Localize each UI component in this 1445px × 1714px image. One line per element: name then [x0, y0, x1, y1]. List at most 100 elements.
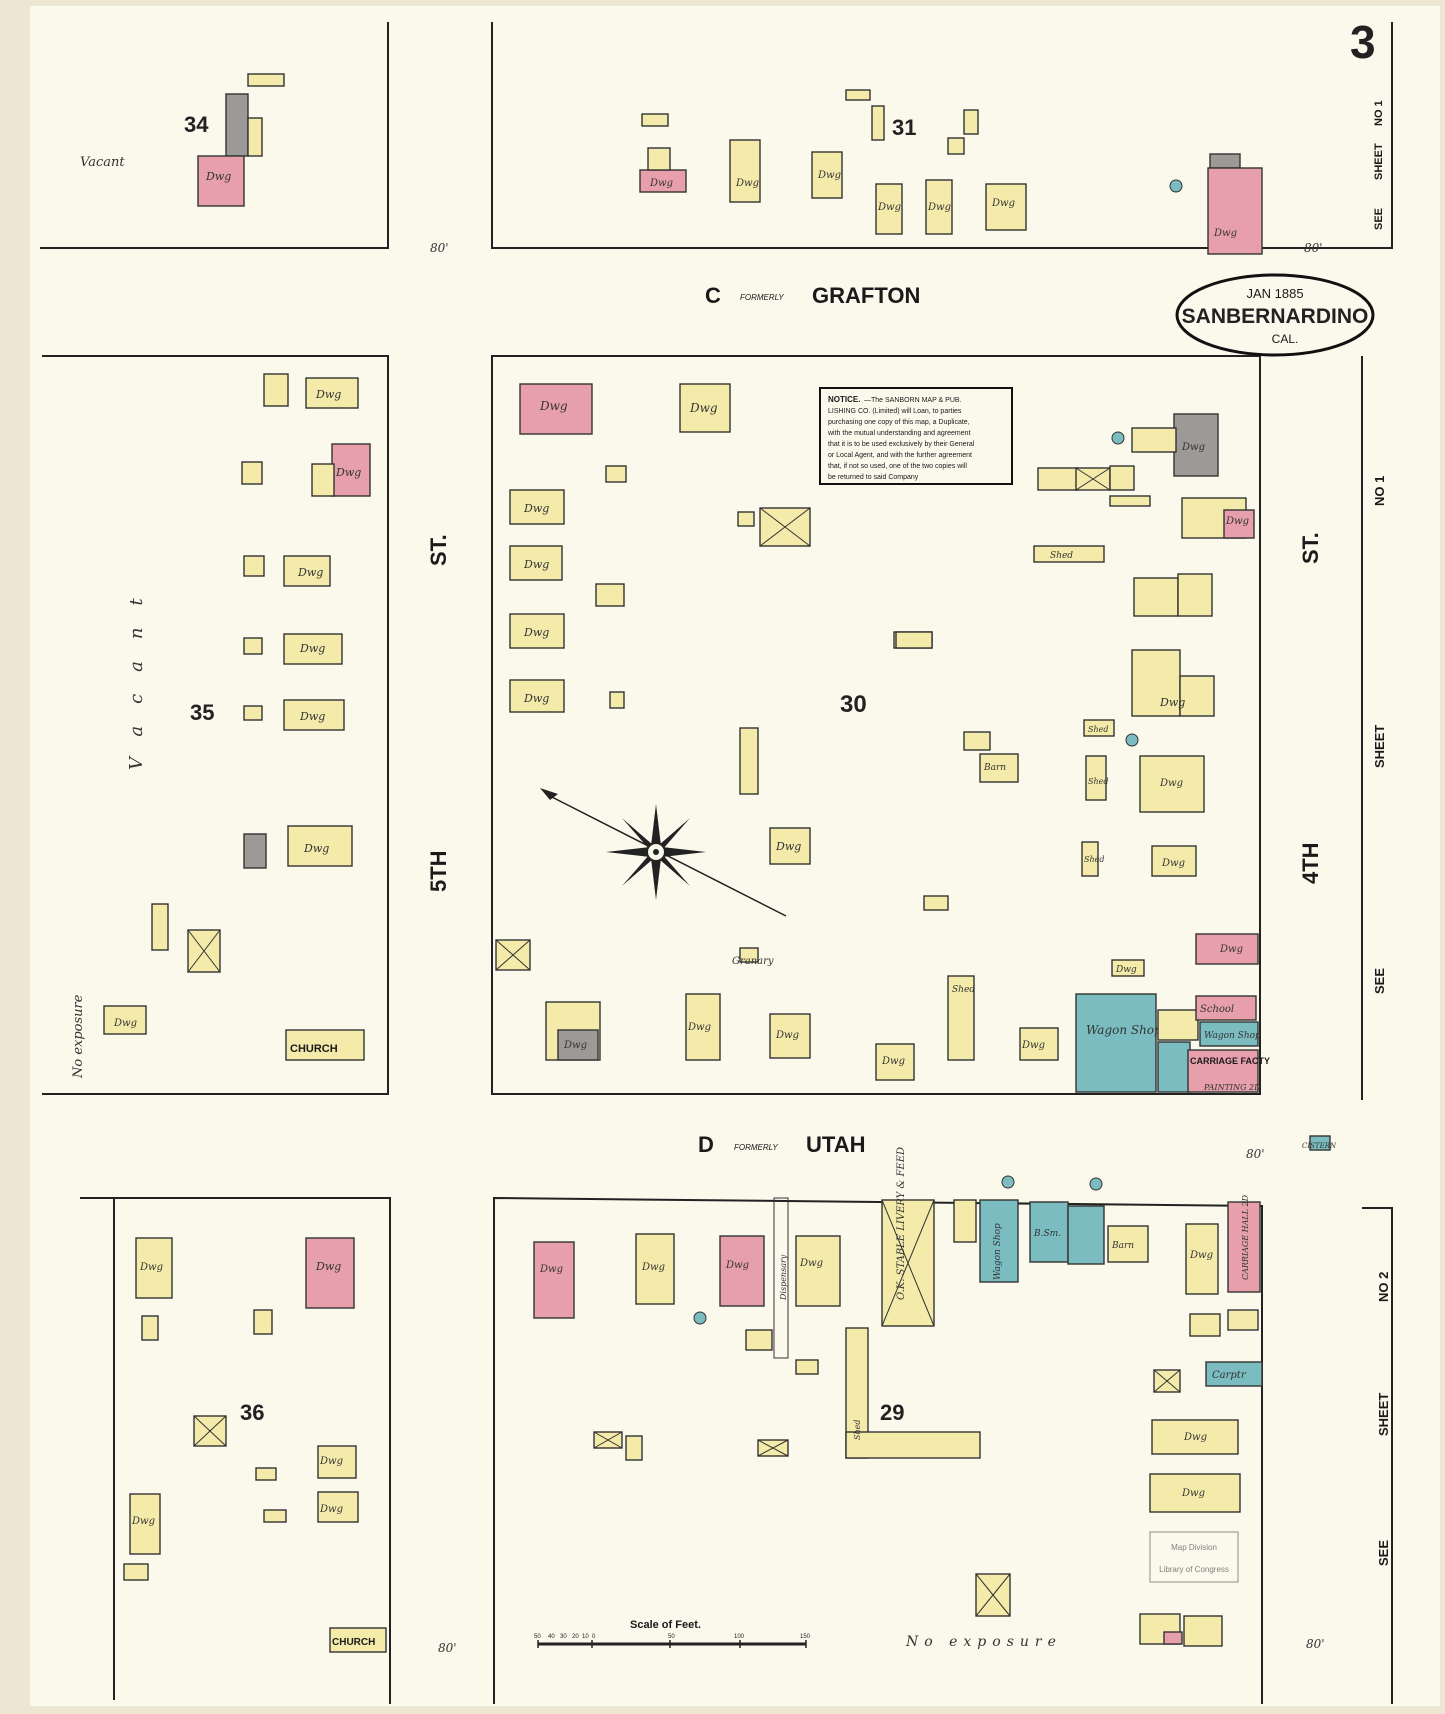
map-label: Dispensary — [779, 1254, 788, 1301]
artesian-well-icon — [693, 1311, 707, 1325]
wood-building — [243, 705, 263, 721]
map-label: Dwg — [735, 178, 759, 189]
margin-see: SEE — [1372, 968, 1387, 994]
iron-building — [1067, 1205, 1105, 1265]
map-label: Dwg — [877, 202, 901, 213]
wood-building — [1133, 577, 1179, 617]
wood-building — [129, 1493, 161, 1555]
map-label: Dwg — [1159, 696, 1185, 709]
street-d-letter: D — [698, 1132, 714, 1157]
map-label: Dwg — [1021, 1040, 1045, 1051]
map-label: Shed — [853, 1420, 862, 1441]
wood-building — [1037, 467, 1079, 491]
wood-building — [1151, 845, 1197, 877]
wood-building — [263, 1509, 287, 1523]
right-margin-notes: SEE SHEET NO 1 SEE SHEET NO 1 SEE SHEET … — [1372, 100, 1391, 1566]
wood-building — [625, 1435, 643, 1461]
compass-rose-icon — [540, 788, 787, 917]
wood-building — [745, 1329, 773, 1351]
notice-line: —The SANBORN MAP & PUB. — [864, 397, 962, 404]
brick-building — [719, 1235, 765, 1307]
brick-building — [519, 383, 593, 435]
brick-building — [1227, 1201, 1261, 1293]
iron-building — [1205, 1361, 1263, 1387]
buildings-block-35: Dwg Dwg Dwg Dwg Dwg Dwg Dwg CHURCH — [103, 373, 371, 1061]
block-outlines — [40, 22, 1393, 1704]
wood-building — [305, 377, 359, 409]
wood-building — [635, 1233, 675, 1305]
map-label: 30 — [560, 1634, 567, 1640]
cartouche-city: SANBERNARDINO — [1182, 305, 1369, 328]
wood-building — [1131, 649, 1181, 717]
scale-label: Scale of Feet. — [630, 1619, 701, 1631]
vacant-note: Vacant — [126, 576, 147, 770]
wood-building — [509, 545, 563, 581]
street-d-name: UTAH — [806, 1132, 865, 1157]
map-label: Dwg — [299, 642, 325, 655]
wood-building — [947, 975, 975, 1061]
wood-building — [1179, 675, 1215, 717]
wood-building — [263, 373, 289, 407]
block-number: 36 — [240, 1400, 264, 1425]
wood-building — [685, 993, 721, 1061]
iron-building — [1199, 1021, 1259, 1047]
margin-sheet: SHEET — [1376, 1393, 1391, 1436]
wood-building — [509, 679, 565, 713]
wood-building — [795, 1235, 841, 1307]
sheet-number: 3 — [1350, 16, 1376, 68]
map-mark — [881, 1199, 935, 1327]
wood-building — [1185, 1223, 1219, 1295]
church-label: CHURCH — [332, 1637, 375, 1648]
scale-bar: Scale of Feet. 50 40 30 20 10 0 50 100 1… — [534, 1619, 811, 1648]
buildings-block-29: Dwg Dwg Dwg Dwg Dispensary O.K. STABLE L… — [533, 1135, 1337, 1647]
wood-building — [253, 1309, 273, 1335]
map-mark — [656, 818, 690, 852]
map-label: Dwg — [687, 1022, 711, 1033]
map-label: Shed — [952, 985, 975, 995]
map-label: Dwg — [689, 401, 718, 415]
wood-building — [1177, 573, 1213, 617]
margin-see: SEE — [1376, 1540, 1391, 1566]
wood-building — [595, 583, 625, 607]
map-mark — [651, 804, 661, 852]
stone-building — [243, 833, 267, 869]
wood-building — [283, 633, 343, 665]
wood-building — [871, 105, 885, 141]
wood-building — [769, 1013, 811, 1059]
block-number: 35 — [190, 700, 214, 725]
map-mark — [193, 1415, 227, 1447]
map-label: Shed — [1084, 855, 1105, 864]
margin-sheet: SHEET — [1373, 143, 1385, 180]
street-width-label: 80' — [1306, 1637, 1325, 1651]
wood-building — [1111, 959, 1145, 977]
street-c-formerly: FORMERLY — [740, 293, 784, 302]
map-label: Shed — [1088, 777, 1109, 786]
wood-building — [135, 1237, 173, 1299]
map-mark — [1362, 1207, 1393, 1704]
map-mark — [187, 929, 221, 973]
street-c-name: GRAFTON — [812, 283, 920, 308]
map-mark — [540, 788, 558, 800]
wood-building — [1189, 1313, 1221, 1337]
wood-building — [151, 903, 169, 951]
brick-building — [1187, 1049, 1259, 1093]
brick-building — [533, 1241, 575, 1319]
wood-building — [509, 489, 565, 525]
map-mark — [40, 22, 389, 249]
map-label: Wagon Shop — [1204, 1031, 1261, 1041]
map-mark — [622, 818, 656, 852]
street-width-label: 80' — [438, 1641, 457, 1655]
map-label: Library of Congress — [1159, 1565, 1229, 1574]
wood-building — [1183, 1615, 1223, 1647]
margin-see: SEE — [1373, 208, 1385, 230]
map-mark — [491, 22, 1393, 249]
title-cartouche: JAN 1885 SANBERNARDINO CAL. — [1175, 273, 1375, 357]
wood-building — [605, 465, 627, 483]
map-mark — [42, 355, 389, 1095]
wood-building — [811, 151, 843, 199]
buildings-block-30: Dwg Dwg Dwg Dwg Dwg Dwg Dwg Granary Dwg … — [495, 383, 1270, 1093]
map-label: CARRIAGE HALL 2D — [1241, 1194, 1250, 1280]
wood-building — [739, 727, 759, 795]
block-numbers: 34 31 35 30 36 29 — [184, 112, 916, 1425]
map-label: Dwg — [299, 710, 325, 723]
